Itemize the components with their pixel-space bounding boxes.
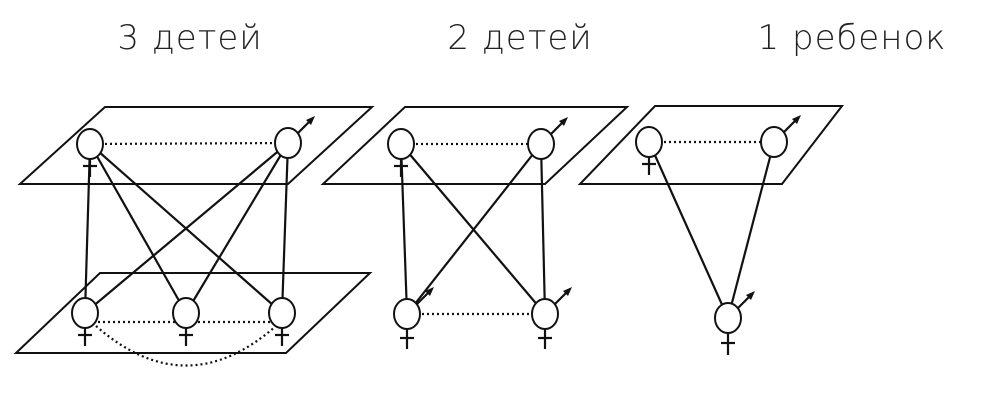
mother-node — [387, 128, 415, 160]
child-node — [714, 302, 742, 334]
father-node — [274, 127, 302, 159]
father-node — [527, 128, 555, 160]
mother-node — [635, 126, 663, 158]
sibling-link-curved — [95, 325, 277, 367]
parent-child-link — [539, 143, 547, 315]
male-symbol-arrowhead — [563, 287, 572, 296]
generation-plane-parents — [320, 106, 630, 185]
mother-node — [76, 128, 104, 160]
generation-plane-parents — [17, 106, 375, 185]
parent-child-link — [400, 143, 546, 315]
male-symbol-arrowhead — [425, 287, 434, 296]
child-node — [71, 297, 99, 329]
parent-child-link — [185, 142, 289, 314]
title-three-children: 3 детей — [117, 18, 263, 58]
child-node — [268, 297, 296, 329]
child-node — [172, 297, 200, 329]
parent-child-link — [647, 141, 730, 319]
parent-child-link — [280, 142, 290, 314]
male-symbol-arrowhead — [559, 117, 568, 126]
marriage-link — [89, 141, 289, 146]
parent-child-link — [726, 141, 776, 319]
parent-child-link — [89, 143, 187, 314]
child-node — [393, 298, 421, 330]
title-one-child: 1 ребенок — [757, 18, 947, 58]
male-symbol-arrowhead — [746, 291, 755, 300]
generation-plane-children — [13, 272, 373, 354]
title-two-children: 2 детей — [447, 18, 593, 58]
male-symbol-arrowhead — [792, 115, 801, 124]
father-node — [760, 126, 788, 158]
generation-plane-parents — [577, 105, 845, 185]
child-node — [531, 298, 559, 330]
parent-child-link — [89, 143, 283, 314]
male-symbol-arrowhead — [306, 116, 315, 125]
